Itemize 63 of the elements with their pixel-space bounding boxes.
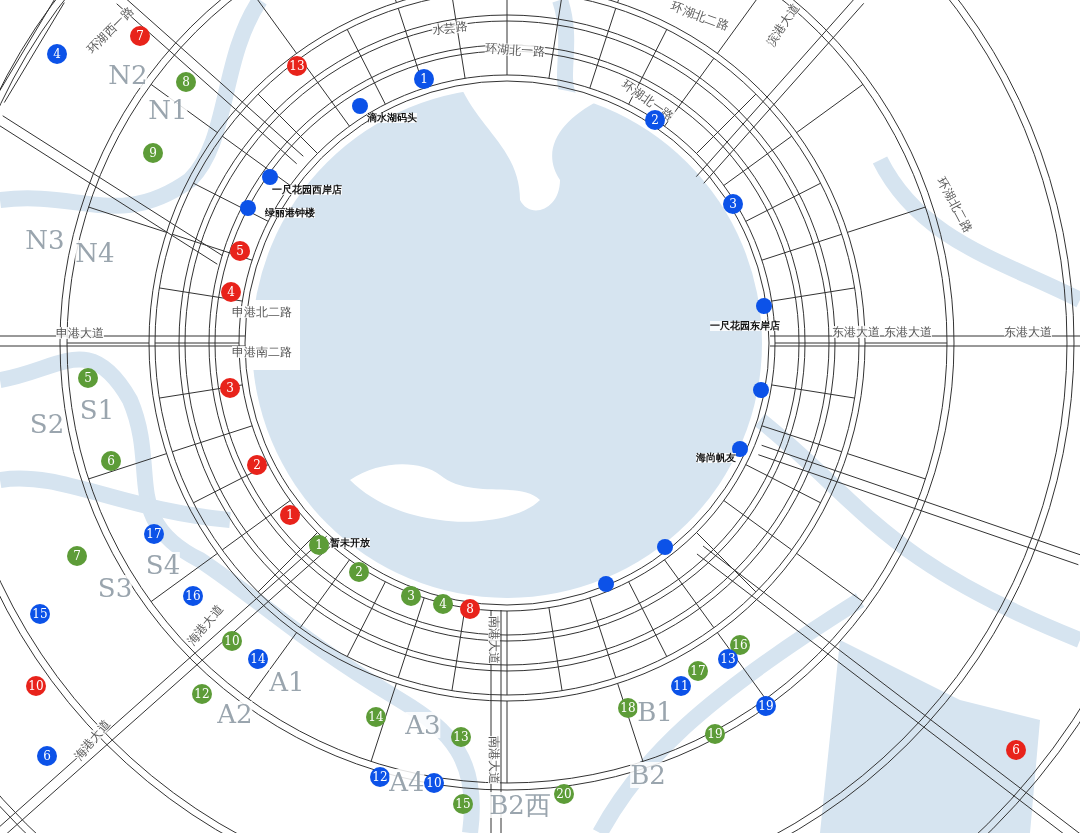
street-name: 南港大道 [488,736,500,784]
numbered-marker: 4 [433,594,453,614]
district-label: B2西 [489,792,551,818]
numbered-marker: 2 [247,455,267,475]
numbered-marker: 15 [453,794,473,814]
numbered-marker: 13 [287,56,307,76]
numbered-marker: 16 [183,586,203,606]
street-name: 滨港大道 [764,1,802,49]
place-name: 一尺花园西岸店 [272,185,342,195]
district-label: A3 [405,712,441,738]
numbered-marker: 4 [221,282,241,302]
numbered-marker: 20 [554,784,574,804]
numbered-marker: 3 [723,194,743,214]
numbered-marker: 17 [688,661,708,681]
numbered-marker: 2 [349,562,369,582]
numbered-marker: 19 [756,696,776,716]
place-name: 海尚帆友 [696,453,736,463]
numbered-marker: 5 [230,241,250,261]
numbered-marker: 10 [222,631,242,651]
numbered-marker: 1 [309,535,329,555]
place-name: 绿丽港钟楼 [265,208,315,218]
numbered-marker: 7 [130,26,150,46]
numbered-marker: 3 [220,378,240,398]
numbered-marker: 13 [718,649,738,669]
numbered-marker: 8 [460,599,480,619]
street-name: 水芸路 [431,20,469,36]
numbered-marker: 14 [366,707,386,727]
numbered-marker: 14 [248,649,268,669]
numbered-marker: 4 [47,44,67,64]
numbered-marker: 15 [30,604,50,624]
numbered-marker: 8 [176,72,196,92]
street-name: 申港北二路 [232,306,292,318]
numbered-marker: 6 [101,451,121,471]
numbered-marker: 5 [78,368,98,388]
numbered-marker: 13 [451,727,471,747]
street-name: 环湖北一路 [484,41,546,59]
street-name: 申港南二路 [232,346,292,358]
numbered-marker: 10 [26,676,46,696]
numbered-marker: 12 [192,684,212,704]
place-name: 滴水湖码头 [367,113,417,123]
street-name: 南港大道 [488,616,500,664]
numbered-marker: 12 [370,767,390,787]
numbered-marker: 7 [67,546,87,566]
district-label: N2 [108,62,148,88]
numbered-marker: 17 [144,524,164,544]
numbered-marker: 19 [705,724,725,744]
numbered-marker: 10 [424,773,444,793]
street-name: 东港大道 [832,326,880,338]
street-name: 海港大道 [72,717,112,763]
numbered-marker: 18 [618,698,638,718]
street-name: 东港大道 [1004,326,1052,338]
numbered-marker: 11 [671,676,691,696]
numbered-marker: 3 [401,586,421,606]
street-name: 申港大道 [56,327,104,339]
numbered-marker: 9 [143,143,163,163]
numbered-marker: 1 [414,69,434,89]
district-label: B2 [630,762,666,788]
place-name: 一尺花园东岸店 [710,321,780,331]
place-name: 暂未开放 [330,538,370,548]
street-name: 东港大道 [884,326,932,338]
numbered-marker: 1 [280,505,300,525]
street-name: 环湖北二路 [669,0,731,32]
numbered-marker: 6 [37,746,57,766]
